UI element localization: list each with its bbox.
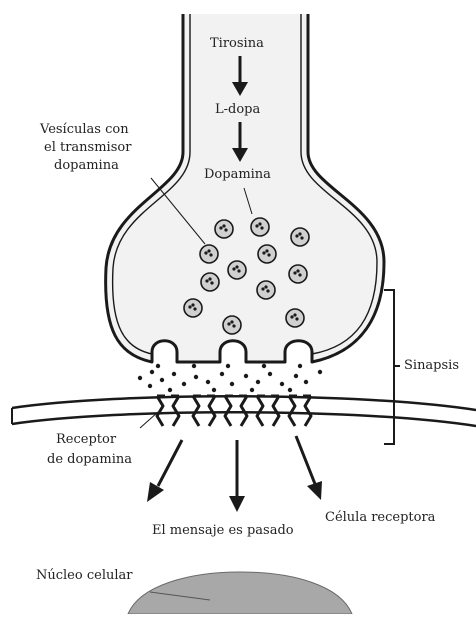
released-dopamine-dot (226, 364, 230, 368)
vesicle (228, 261, 246, 279)
released-dopamine-dot (294, 374, 298, 378)
label-l-dopa: L-dopa (215, 102, 260, 118)
label-receptor-line2: de dopamina (47, 452, 132, 468)
released-dopamine-dot (172, 372, 176, 376)
vesicle (223, 316, 241, 334)
label-nucleo: Núcleo celular (36, 568, 132, 584)
label-vesiculas-line1: Vesículas con (40, 122, 129, 138)
released-dopamine-dot (150, 370, 154, 374)
released-dopamine-dot (168, 388, 172, 392)
vesicle (251, 218, 269, 236)
released-dopamine-dot (194, 375, 198, 379)
released-dopamine-dot (160, 378, 164, 382)
released-dopamine-dot (262, 364, 266, 368)
vesicle (291, 228, 309, 246)
vesicle (286, 309, 304, 327)
label-sinapsis: Sinapsis (404, 358, 459, 374)
receptor (157, 396, 179, 426)
label-tirosina: Tirosina (210, 36, 264, 52)
message-arrow-left (147, 440, 182, 502)
released-dopamine-dot (256, 380, 260, 384)
receptor (257, 396, 279, 426)
label-dopamina: Dopamina (204, 167, 271, 183)
label-vesiculas-line3: dopamina (54, 158, 119, 174)
vesicle (215, 220, 233, 238)
synapse-bracket (384, 290, 400, 444)
released-dopamine-dot (192, 364, 196, 368)
released-dopamine-dots (138, 364, 322, 392)
vesicle (258, 245, 276, 263)
vesicle (200, 245, 218, 263)
released-dopamine-dot (280, 382, 284, 386)
cell-nucleus (128, 572, 352, 614)
label-receptor-line1: Receptor (56, 432, 116, 448)
released-dopamine-dot (212, 388, 216, 392)
released-dopamine-dot (138, 376, 142, 380)
released-dopamine-dot (304, 380, 308, 384)
label-vesiculas-line2: el transmisor (44, 140, 131, 156)
released-dopamine-dot (298, 364, 302, 368)
released-dopamine-dot (318, 370, 322, 374)
released-dopamine-dot (182, 382, 186, 386)
message-arrow-right (296, 436, 322, 500)
vesicle (184, 299, 202, 317)
message-arrow-center (229, 440, 245, 512)
released-dopamine-dot (268, 372, 272, 376)
label-celula-receptora: Célula receptora (325, 510, 435, 526)
vesicle (257, 281, 275, 299)
vesicle (201, 273, 219, 291)
receptor (193, 396, 215, 426)
released-dopamine-dot (148, 384, 152, 388)
vesicle (289, 265, 307, 283)
released-dopamine-dot (244, 374, 248, 378)
released-dopamine-dot (206, 380, 210, 384)
presynaptic-terminal (106, 14, 384, 362)
released-dopamine-dot (250, 388, 254, 392)
receptor (289, 396, 311, 426)
released-dopamine-dot (230, 382, 234, 386)
released-dopamine-dot (220, 372, 224, 376)
label-mensaje: El mensaje es pasado (152, 523, 294, 539)
released-dopamine-dot (156, 364, 160, 368)
released-dopamine-dot (288, 388, 292, 392)
